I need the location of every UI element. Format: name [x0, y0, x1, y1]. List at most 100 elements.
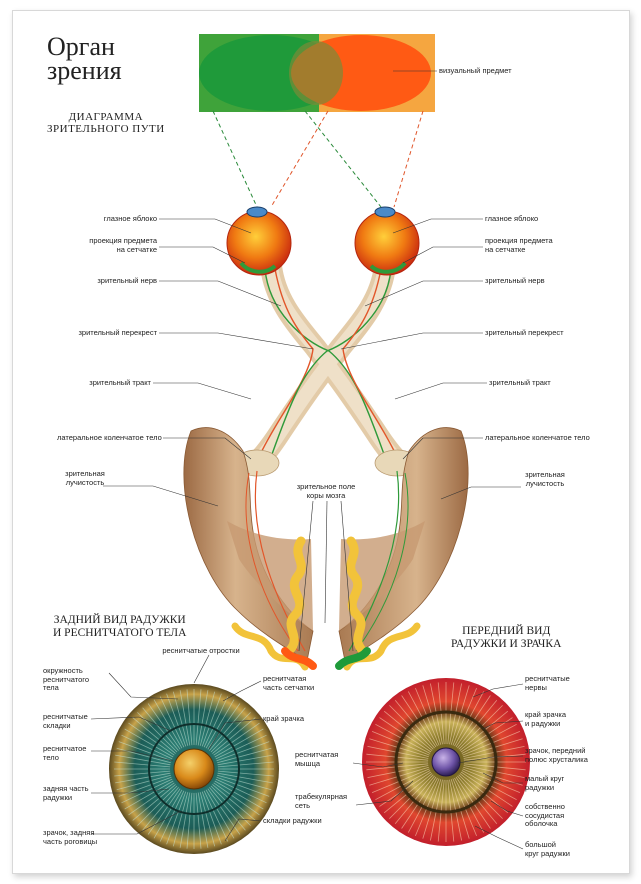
back-view-heading-line-1: ЗАДНИЙ ВИД РАДУЖКИ	[53, 614, 186, 626]
label-major-circle: большой круг радужки	[525, 840, 570, 858]
iris-striation	[147, 703, 181, 750]
iris-striation	[201, 791, 222, 845]
iris-striation	[210, 712, 251, 753]
iris-striation	[114, 770, 171, 777]
label-lgn-right: латеральное коленчатое тело	[485, 433, 590, 442]
visual-object	[199, 34, 435, 112]
iris-striation	[128, 782, 175, 816]
iris-striation	[201, 693, 222, 747]
projection-rays	[212, 110, 424, 208]
visual-pathway-artwork	[90, 34, 530, 854]
iris-striation	[216, 776, 270, 797]
front-view-heading: ПЕРЕДНИЙ ВИД РАДУЖКИ И ЗРАЧКА	[451, 625, 561, 651]
iris-striation	[186, 689, 193, 746]
iris-striation	[142, 707, 179, 751]
label-ciliary-circumference: окружность реснитчатого тела	[43, 666, 90, 692]
label-tract-right: зрительный тракт	[489, 378, 551, 387]
label-minor-circle: малый круг радужки	[525, 774, 565, 792]
iris-striation	[121, 734, 173, 760]
brain-radiation	[183, 427, 469, 662]
label-ciliary-nerves: реснитчатые нервы	[525, 674, 570, 692]
iris-striation	[212, 717, 256, 754]
iris-striation	[199, 691, 216, 746]
iris-striation	[217, 770, 274, 777]
iris-striation	[210, 785, 251, 826]
iris-striation	[212, 784, 256, 821]
iris-striation	[217, 772, 273, 784]
iris-striation	[203, 696, 229, 748]
label-lgn-left: латеральное коленчатое тело	[57, 433, 162, 442]
iris-striation	[115, 772, 171, 784]
label-ciliary-body: реснитчатое тело	[43, 744, 87, 762]
label-ciliary-processes: реснитчатые отростки	[162, 646, 240, 655]
iris-striation	[217, 761, 274, 768]
subtitle-line-1: ДИАГРАММА	[68, 111, 144, 123]
label-optic-nerve-left: зрительный нерв	[97, 276, 157, 285]
iris-striation	[147, 788, 181, 835]
iris-striation	[205, 699, 235, 749]
iris-striation	[186, 792, 193, 849]
iris-striation	[142, 787, 179, 831]
back-view-heading: ЗАДНИЙ ВИД РАДУЖКИ И РЕСНИТЧАТОГО ТЕЛА	[53, 614, 186, 640]
label-tract-left: зрительный тракт	[89, 378, 151, 387]
pathway-diagram-subtitle: ДИАГРАММА ЗРИТЕЛЬНОГО ПУТИ	[47, 111, 165, 135]
iris-striation	[172, 792, 189, 847]
iris-striation	[207, 788, 241, 835]
label-optic-nerve-right: зрительный нерв	[485, 276, 545, 285]
label-projection-right: проекция предмета на сетчатке	[485, 236, 553, 254]
iris-striation	[132, 784, 176, 821]
poster-sheet: Орган зрения ДИАГРАММА ЗРИТЕЛЬНОГО ПУТИ …	[12, 10, 630, 874]
label-cortex: зрительное поле коры мозга	[296, 482, 356, 500]
label-vascular-layer: собственно сосудистая оболочка	[525, 802, 565, 828]
label-chiasm-left: зрительный перекрест	[78, 328, 157, 337]
label-eyeball-right: глазное яблоко	[485, 214, 539, 223]
iris-striation	[209, 707, 246, 751]
label-eyeball-left: глазное яблоко	[103, 214, 157, 223]
visual-cortex	[231, 536, 421, 671]
iris-striation	[172, 691, 189, 746]
title-line-1: Орган	[47, 32, 115, 61]
iris-striation	[118, 741, 172, 762]
front-view-heading-line-1: ПЕРЕДНИЙ ВИД	[462, 625, 551, 637]
front-view-heading-line-2: РАДУЖКИ И ЗРАЧКА	[451, 638, 562, 650]
iris-striation	[153, 699, 183, 749]
optic-pathway	[244, 255, 412, 474]
iris-striation	[197, 690, 209, 746]
iris-striation	[216, 741, 270, 762]
iris-striation	[199, 792, 216, 847]
iris-striation	[159, 790, 185, 842]
iris-striation	[203, 790, 229, 842]
label-trabecular-net: трабекулярная сеть	[295, 792, 348, 810]
leader-lines	[90, 70, 524, 850]
iris-striation	[217, 774, 272, 791]
iris-striation	[209, 787, 246, 831]
iris-striation	[159, 696, 185, 748]
iris-striation	[166, 693, 187, 747]
iris-striation	[153, 789, 183, 839]
iris-striation	[214, 780, 264, 810]
iris-striation	[132, 717, 176, 754]
label-radiation-right: зрительная лучистость	[525, 470, 565, 488]
label-ciliary-retina: реснитчатая часть сетчатки	[263, 674, 315, 692]
label-visual-object: визуальный предмет	[439, 66, 512, 75]
label-pupil-iris-edge: край зрачка и радужки	[525, 710, 567, 728]
iris-striation	[207, 703, 241, 750]
iris-front-view-art	[362, 678, 530, 846]
label-pupil-posterior: зрачок, задняя часть роговицы	[43, 828, 98, 846]
label-ciliary-muscle: реснитчатая мышца	[295, 750, 339, 768]
iris-striation	[124, 728, 174, 758]
poster-title: Орган зрения	[47, 32, 122, 84]
iris-striation	[197, 792, 209, 848]
iris-striation	[179, 792, 191, 848]
label-iris-folds: складки радужки	[263, 816, 322, 825]
iris-striation	[215, 734, 267, 760]
iris-striation	[195, 792, 202, 849]
label-projection-left: проекция предмета на сетчатке	[89, 236, 157, 254]
iris-striation	[214, 728, 264, 758]
iris-striation	[116, 774, 171, 791]
iris-striation	[114, 761, 171, 768]
label-ciliary-folds: реснитчатые складки	[43, 712, 88, 730]
iris-back-view-art	[109, 684, 279, 854]
iris-striation	[128, 722, 175, 756]
label-pupil-lens-pole: зрачок, передний полюс хрусталика	[525, 746, 588, 764]
